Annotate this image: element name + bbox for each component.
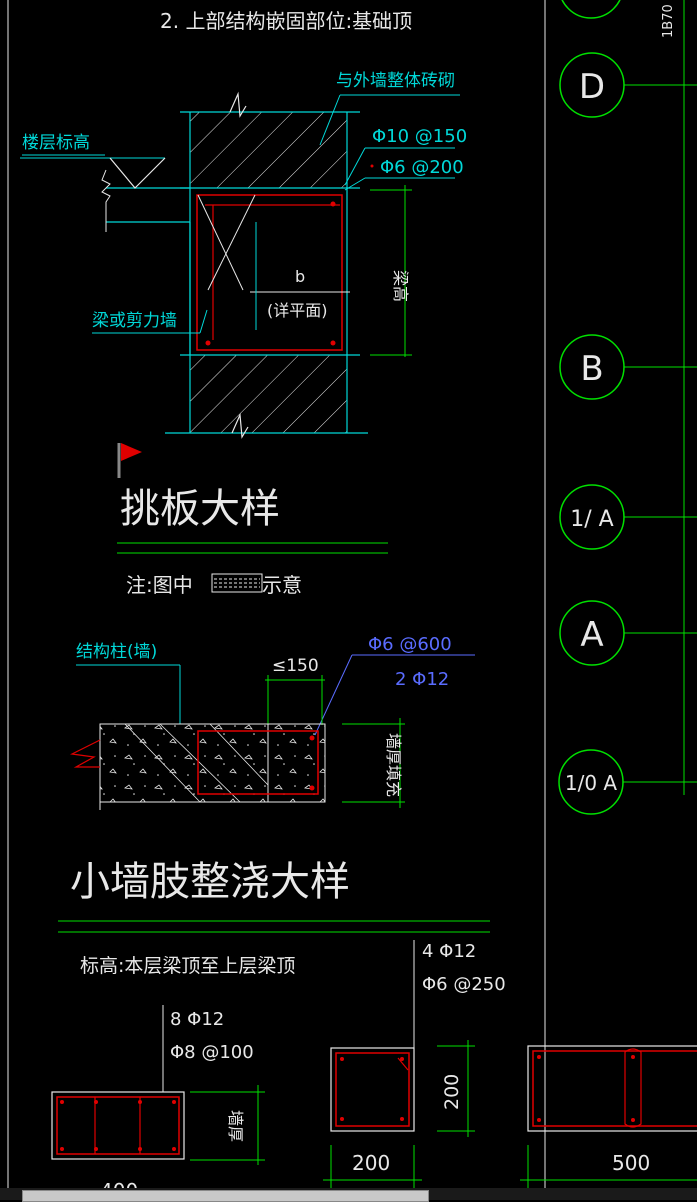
cantilever-rebar xyxy=(197,730,319,795)
label-outer-wall: 与外墙整体砖砌 xyxy=(336,71,455,91)
sec1-ties: Φ8 @100 xyxy=(170,1042,254,1063)
detail-foundation-top: b (详平面) 梁高 与外墙整体砖砌 Φ10 @150 Φ6 @200 楼层标高… xyxy=(20,71,467,439)
label-dim-150: ≤150 xyxy=(272,656,319,676)
beam-rebar-outline xyxy=(196,194,343,351)
sec1-bars: 8 Φ12 xyxy=(170,1009,224,1030)
cantilever-note-prefix: 注:图中 xyxy=(126,573,193,597)
label-beam-height: 梁高 xyxy=(391,270,410,302)
label-bars-2phi12: 2 Φ12 xyxy=(395,669,449,690)
label-floor-level: 楼层标高 xyxy=(22,133,90,153)
cantilever-title: 挑板大样 xyxy=(120,486,280,532)
sec3-dim-w: 500 xyxy=(612,1151,650,1175)
section-500: 500 xyxy=(520,1045,697,1190)
label-tie-600: Φ6 @600 xyxy=(368,634,452,655)
axis-bubble-1A: 1/ A xyxy=(559,484,697,550)
slab-body xyxy=(99,723,326,803)
cantilever-note-suffix: 示意 xyxy=(262,573,302,597)
sec2-ties: Φ6 @250 xyxy=(422,974,506,995)
label-see-plan: (详平面) xyxy=(267,301,328,320)
frame-lines xyxy=(7,0,685,1190)
sec2-dim-w: 200 xyxy=(352,1151,390,1175)
label-beam-wall: 梁或剪力墙 xyxy=(92,311,177,331)
grid-axes: D B 1/ A A 1/0 A xyxy=(558,0,697,815)
label-column-wall: 结构柱(墙) xyxy=(76,642,157,662)
axis-bubble-A: A xyxy=(559,600,697,666)
small-wall-title: 小墙肢整浇大样 xyxy=(70,859,350,905)
svg-text:B: B xyxy=(580,349,603,389)
detail-cantilever: 结构柱(墙) Φ6 @600 2 Φ12 ≤150 墙厚填充 xyxy=(69,634,475,810)
horizontal-scrollbar[interactable] xyxy=(22,1190,429,1202)
sec2-bars: 4 Φ12 xyxy=(422,941,476,962)
axis-bubble-B: B xyxy=(559,334,697,400)
axis-bubble-D: D xyxy=(559,52,697,118)
wall-lower-hatch xyxy=(190,355,347,433)
sec2-dim-h: 200 xyxy=(441,1074,463,1110)
svg-text:A: A xyxy=(580,615,603,655)
label-fill-thickness: 墙厚填充 xyxy=(384,733,403,797)
small-wall-note: 标高:本层梁顶至上层梁顶 xyxy=(80,955,295,977)
wall-upper-hatch xyxy=(190,112,347,188)
svg-text:1/ A: 1/ A xyxy=(570,507,613,532)
section-200: 4 Φ12 Φ6 @250 200 200 xyxy=(323,940,506,1190)
flag-icon xyxy=(117,443,142,478)
sec1-dim-h: 墙厚 xyxy=(226,1110,245,1142)
label-rebar-main: Φ10 @150 xyxy=(372,126,467,147)
note-hatch-symbol xyxy=(211,573,263,593)
corner-label: 1B70 xyxy=(661,4,676,38)
axis-bubble-10A: 1/0 A xyxy=(558,749,697,815)
svg-text:D: D xyxy=(579,67,605,107)
svg-text:1/0 A: 1/0 A xyxy=(565,771,618,795)
label-rebar-tie: Φ6 @200 xyxy=(380,157,464,178)
label-width-b: b xyxy=(295,267,305,286)
section-400: 8 Φ12 Φ8 @100 墙厚 400 xyxy=(51,1005,265,1200)
title-note: 2. 上部结构嵌固部位:基础顶 xyxy=(160,9,412,33)
